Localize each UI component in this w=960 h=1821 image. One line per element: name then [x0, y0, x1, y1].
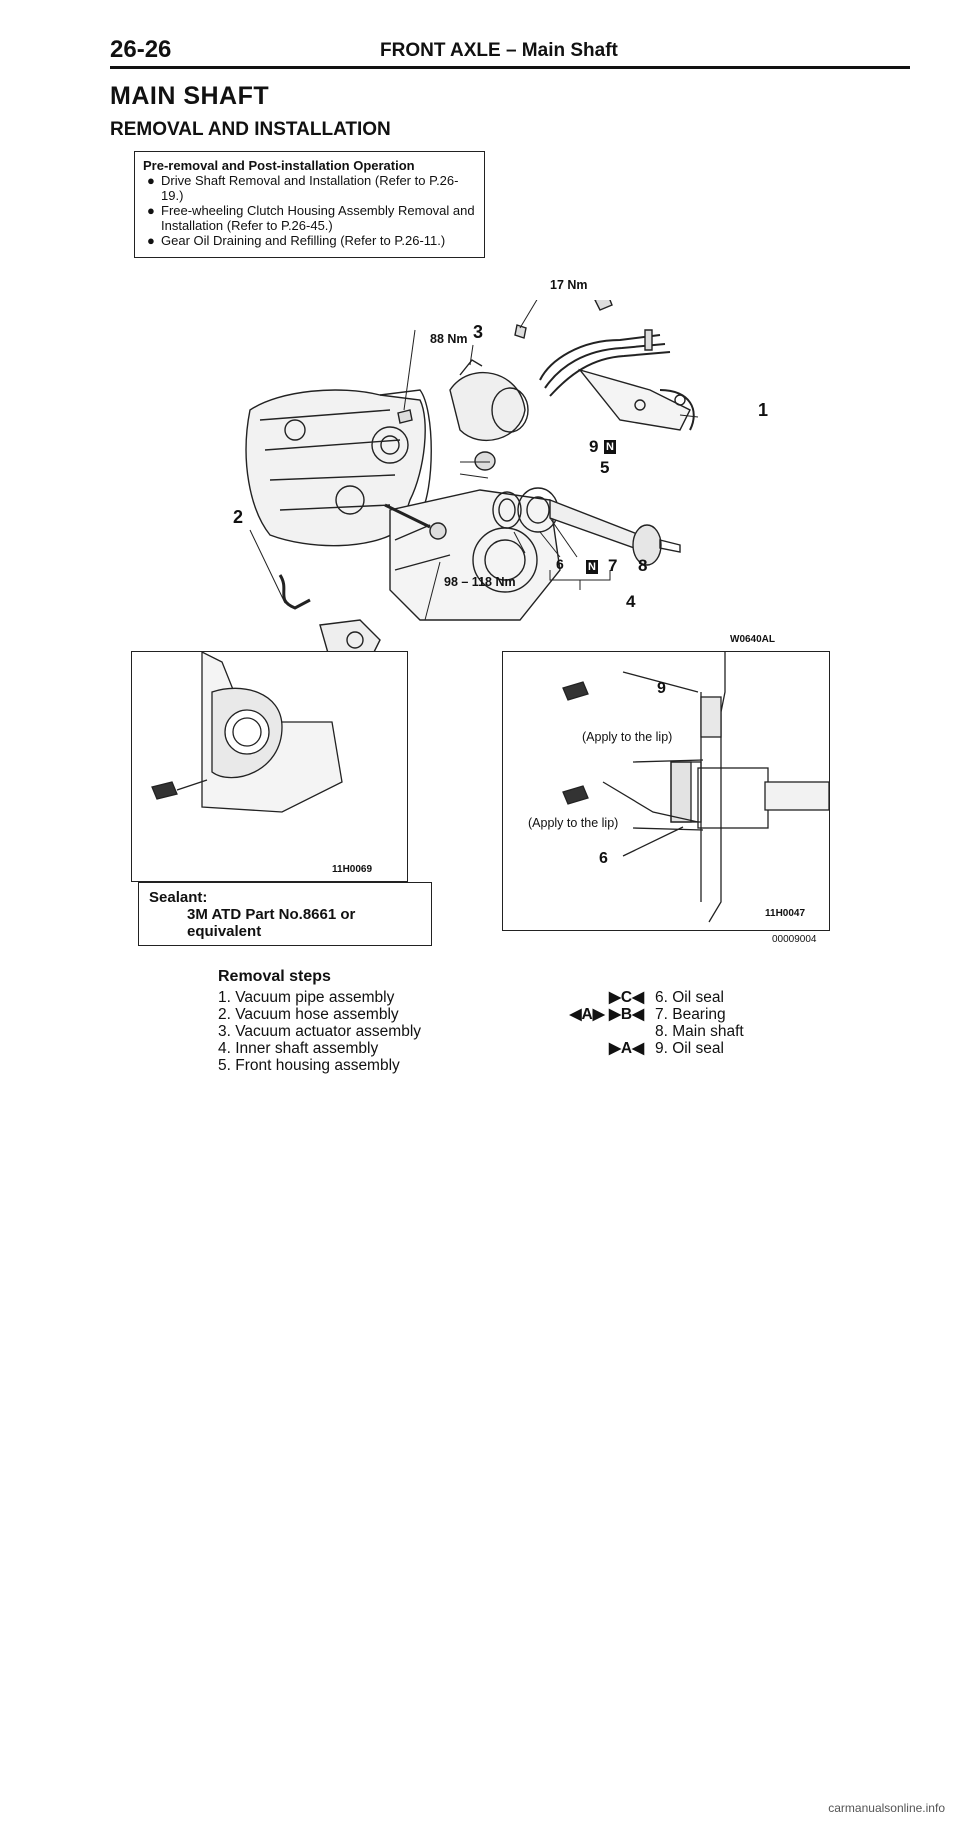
page-number: 26-26 [110, 36, 172, 63]
n-mark-icon: N [604, 440, 616, 454]
list-item-text: Drive Shaft Removal and Installation (Re… [161, 173, 459, 203]
callout-2: 2 [233, 507, 244, 527]
sealant-panel: 11H0069 [131, 650, 408, 882]
list-item: 1. Vacuum pipe assembly [218, 989, 395, 1006]
torque-17nm: 17 Nm [550, 278, 588, 292]
callout-7: 7 [608, 556, 618, 575]
housing-sketch [151, 650, 343, 813]
apply-note-top: (Apply to the lip) [582, 730, 673, 744]
pre-removal-heading: Pre-removal and Post-installation Operat… [143, 158, 415, 173]
bullet-icon: ● [147, 203, 155, 218]
list-item: 9. Oil seal [655, 1040, 724, 1057]
service-mark: ▶A◀ [608, 1040, 644, 1057]
sealant-label: Sealant: [149, 889, 208, 906]
sealant-value: 3M ATD Part No.8661 or equivalent [187, 906, 356, 940]
apply-note-bottom: (Apply to the lip) [528, 816, 619, 830]
removal-steps-heading: Removal steps [218, 968, 331, 985]
right-panel-code: 11H0047 [765, 908, 806, 919]
removal-steps-left: 1. Vacuum pipe assembly 2. Vacuum hose a… [218, 989, 421, 1074]
list-item: 7. Bearing [655, 1006, 726, 1023]
list-item-text: Gear Oil Draining and Refilling (Refer t… [161, 233, 446, 248]
section-title: FRONT AXLE – Main Shaft [380, 40, 618, 61]
torque-88nm: 88 Nm [430, 332, 468, 346]
footer-watermark: carmanualsonline.info [828, 1801, 945, 1815]
oil-seal-panel: (Apply to the lip) (Apply to the lip) 9 … [502, 651, 830, 931]
list-item: 4. Inner shaft assembly [218, 1040, 379, 1057]
list-item: 2. Vacuum hose assembly [218, 1006, 399, 1023]
service-mark: ◀A▶ ▶B◀ [569, 1006, 644, 1023]
callout-1: 1 [758, 400, 769, 420]
bullet-icon: ● [147, 173, 155, 188]
list-item: ● Gear Oil Draining and Refilling (Refer … [143, 233, 476, 248]
page-title: MAIN SHAFT [110, 82, 270, 110]
callout-5: 5 [600, 458, 610, 477]
bullet-icon: ● [147, 233, 155, 248]
pre-removal-list: ● Drive Shaft Removal and Installation (R… [143, 173, 476, 248]
callout-9: 9 [589, 437, 599, 456]
left-panel-code: 11H0069 [332, 864, 373, 875]
figure-code: 00009004 [772, 934, 817, 945]
callout-4: 4 [626, 592, 636, 611]
n-mark-icon: N [586, 560, 598, 574]
list-item-text: Free-wheeling Clutch Housing Assembly Re… [161, 203, 475, 233]
service-mark: ▶C◀ [608, 989, 644, 1006]
sealant-spec: Sealant: 3M ATD Part No.8661 or equivale… [138, 882, 432, 946]
seal-cross-section [562, 652, 830, 923]
removal-steps-right: 6. Oil seal 7. Bearing 8. Main shaft 9. … [655, 989, 744, 1057]
diagram-code: W0640AL [730, 634, 776, 645]
service-marks: ▶C◀ ◀A▶ ▶B◀ ▶A◀ [500, 989, 650, 1057]
callout-6: 6 [556, 556, 564, 572]
torque-98-118nm: 98 – 118 Nm [444, 575, 516, 589]
exploded-diagram [245, 300, 699, 661]
pre-removal-box: Pre-removal and Post-installation Operat… [134, 151, 485, 258]
page-subtitle: REMOVAL AND INSTALLATION [110, 119, 391, 140]
list-item: ● Drive Shaft Removal and Installation (R… [143, 173, 476, 203]
list-item: 8. Main shaft [655, 1023, 744, 1040]
callout-6: 6 [599, 850, 608, 867]
callout-8: 8 [638, 556, 648, 575]
header-rule [110, 66, 910, 69]
list-item: 6. Oil seal [655, 989, 724, 1006]
list-item: ● Free-wheeling Clutch Housing Assembly R… [143, 203, 476, 233]
list-item: 5. Front housing assembly [218, 1057, 400, 1074]
callout-9: 9 [657, 680, 666, 697]
list-item: 3. Vacuum actuator assembly [218, 1023, 422, 1040]
callout-3: 3 [473, 322, 484, 342]
